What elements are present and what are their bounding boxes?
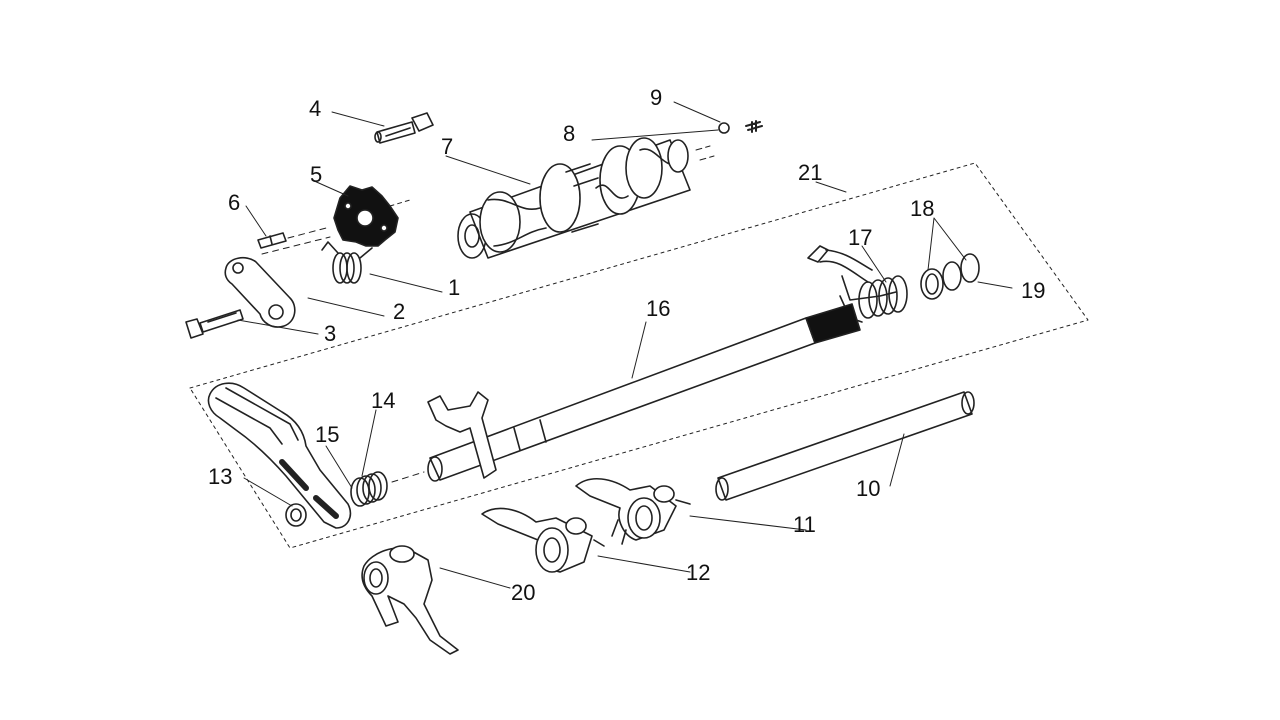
part-10-rod [715,391,975,501]
part-17-shift-arm [807,245,908,323]
callout-7: 7 [441,134,454,159]
callout-4: 4 [309,96,322,121]
part-12-fork [481,507,605,573]
part-11-fork [575,478,691,545]
part-6-pin [257,232,287,249]
part-14-spring [350,471,425,507]
callout-1: 1 [448,275,461,300]
part-16-shift-shaft [427,303,861,482]
part-4-bolt [374,112,434,144]
part-1-spring [321,241,373,284]
callout-9: 9 [650,85,663,110]
callout-2: 2 [393,299,406,324]
part-5-star-wheel [333,185,399,247]
part-7-shift-drum [457,137,715,259]
callout-3: 3 [324,321,337,346]
part-13-washer [285,503,307,527]
callout-6: 6 [228,190,241,215]
part-15-shift-lever [207,382,352,529]
callout-20: 20 [511,580,536,605]
callout-15: 15 [315,422,340,447]
callout-21: 21 [798,160,823,185]
part-8-9-ball-spring [718,120,763,134]
callout-18: 18 [910,196,935,221]
part-2-arm [224,256,296,328]
callout-13: 13 [208,464,233,489]
part-3-bolt [185,309,244,339]
leader-lines [237,101,1013,589]
callout-10: 10 [856,476,881,501]
callout-19: 19 [1021,278,1046,303]
callout-17: 17 [848,225,873,250]
callout-8: 8 [563,121,576,146]
callout-16: 16 [646,296,671,321]
callout-11: 11 [793,512,816,537]
callout-14: 14 [371,388,396,413]
callout-5: 5 [310,162,323,187]
assembly-21-boundary [189,162,1089,549]
part-20-fork [361,545,459,655]
part-18-19-washers [920,253,980,300]
callout-12: 12 [686,560,711,585]
